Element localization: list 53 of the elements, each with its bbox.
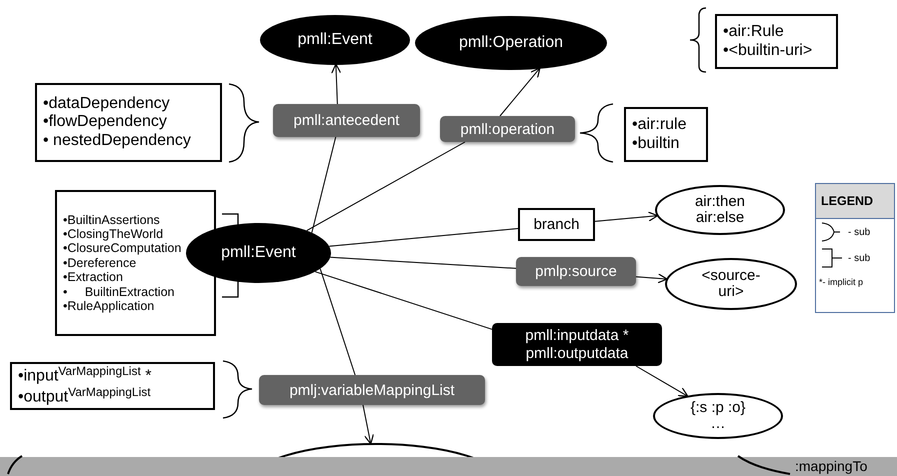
- arrow: [362, 404, 374, 444]
- node-label: pmlj:variableMappingList: [289, 382, 455, 398]
- node-label: :mappingTo: [795, 458, 868, 474]
- list-item: •RuleApplication: [63, 298, 154, 314]
- arrow: [636, 273, 668, 284]
- node-label: <source- uri>: [702, 268, 760, 300]
- list-item: •<builtin-uri>: [723, 42, 812, 60]
- property-label: [440, 116, 575, 142]
- list-item: • BuiltinExtraction: [63, 284, 174, 299]
- property-label: [492, 323, 662, 366]
- node-label: pmlp:source: [535, 263, 617, 280]
- arrow: [636, 366, 688, 397]
- node-label: branch: [534, 216, 580, 233]
- list-item: •air:Rule: [723, 23, 784, 42]
- list-item: •ClosureComputation: [63, 241, 182, 256]
- list-item: •input$^{VarMappingList}$ *: [18, 365, 152, 386]
- list-item: •BuiltinAssertions: [63, 212, 160, 228]
- node-label: air:then: [694, 194, 746, 210]
- list-box: [624, 107, 708, 162]
- list-item: •dataDependency: [43, 94, 170, 114]
- list-item: •Extraction: [63, 270, 123, 285]
- node-label: pmll:Event: [298, 31, 372, 49]
- legend-note: *- implicit p: [819, 277, 864, 287]
- node-label: pmll:Event: [221, 244, 296, 262]
- arrow: [331, 64, 342, 104]
- legend-text: - sub: [848, 226, 870, 238]
- list-item: • nestedDependency: [43, 132, 191, 150]
- property-label: [273, 104, 420, 137]
- list-box: [35, 83, 222, 162]
- process-box: [518, 208, 595, 241]
- node-label: {:s :p :o}: [690, 400, 746, 416]
- arrow: [594, 211, 658, 222]
- legend-title: LEGEND: [821, 194, 874, 208]
- arrow: [500, 68, 540, 116]
- list-box: [10, 362, 215, 410]
- node-label: pmll:antecedent: [294, 112, 400, 129]
- list-item: •output$^{VarMappingList}$: [18, 386, 151, 407]
- node-label: air:else: [696, 210, 744, 226]
- legend-text: - sub: [848, 252, 870, 264]
- node-label: pmll:operation: [460, 120, 555, 138]
- node-label: pmll:inputdata *: [525, 326, 629, 344]
- property-label: [516, 257, 636, 286]
- property-label: [259, 375, 485, 405]
- list-box: [55, 190, 216, 336]
- node-label: pmll:Operation: [458, 34, 564, 52]
- node-label: pmll:outputdata: [526, 344, 628, 362]
- list-item: •ClosingTheWorld: [63, 227, 164, 242]
- list-item: •Dereference: [63, 256, 136, 270]
- list-box: [715, 14, 838, 69]
- node-label: …: [710, 416, 726, 432]
- list-item: •flowDependency: [43, 113, 167, 132]
- list-item: •builtin: [632, 134, 680, 153]
- list-item: •air:rule: [632, 116, 687, 134]
